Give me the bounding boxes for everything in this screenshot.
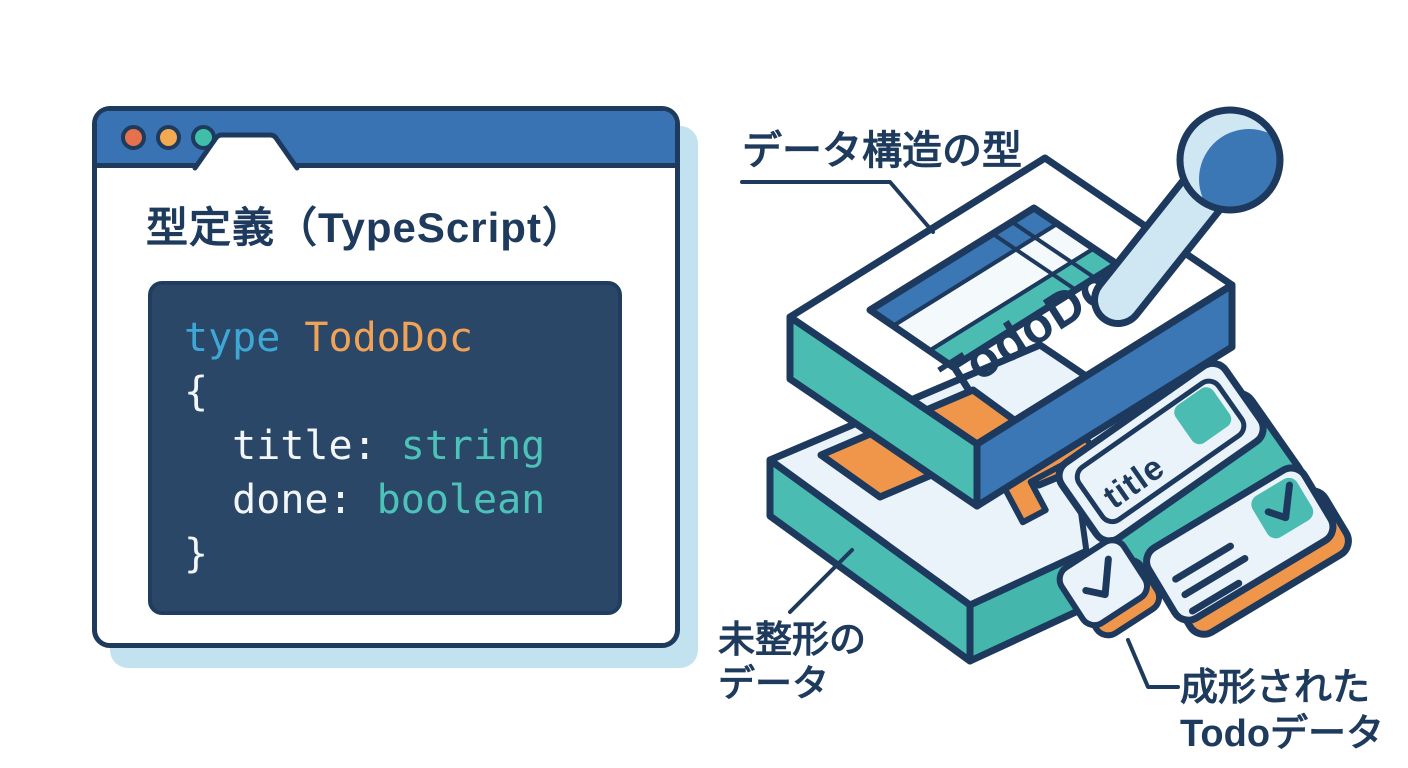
code-token-plain: } — [184, 531, 209, 577]
label-formed-line1: 成形された — [1180, 667, 1370, 709]
window-dot-yellow[interactable] — [156, 124, 181, 150]
code-token-builtin_type: string — [400, 423, 546, 469]
window-body: 型定義（TypeScript） type TodoDoc{ title: str… — [97, 194, 675, 615]
code-token-plain: { — [184, 369, 209, 415]
window-titlebar — [97, 111, 675, 172]
label-formed-line2: Todoデータ — [1180, 712, 1384, 755]
tab-notch-outline — [192, 132, 300, 171]
code-token-builtin_type: boolean — [376, 477, 546, 523]
todo-checklist-card — [1143, 464, 1352, 638]
annotation-formed-data: 成形された Todoデータ — [1126, 638, 1384, 755]
code-block: type TodoDoc{ title: string done: boolea… — [148, 281, 622, 615]
titlebar-tab-notch — [192, 132, 300, 172]
handle-ball-outline — [1176, 106, 1284, 214]
checklist-text-line — [1172, 542, 1235, 583]
annotation-stamp-type: データ構造の型 — [740, 128, 1022, 234]
handle-stem — [1098, 162, 1232, 320]
code-line: } — [184, 527, 600, 581]
leader-line-raw-data — [788, 548, 854, 614]
page-title: 型定義（TypeScript） — [146, 204, 585, 251]
label-raw-data-line2: データ — [718, 662, 829, 704]
code-line: done: boolean — [184, 473, 600, 527]
title-field-outline — [1074, 378, 1247, 525]
check-tile-check-icon — [1082, 555, 1112, 599]
code-token-type_name: TodoDoc — [304, 315, 473, 361]
window-dot-red[interactable] — [121, 124, 146, 150]
title-card-block: title — [1055, 359, 1306, 593]
label-data-structure-type: データ構造の型 — [742, 128, 1022, 173]
checklist-text-line — [1181, 555, 1249, 599]
title-field-value-box — [1174, 387, 1232, 445]
leader-line-stamp — [740, 180, 935, 234]
checklist-text-line — [1188, 579, 1243, 615]
illustration: TodoDoc title — [718, 106, 1384, 755]
code-line: { — [184, 365, 600, 419]
check-tile — [1056, 537, 1163, 639]
code-line: type TodoDoc — [184, 311, 600, 365]
code-line: title: string — [184, 419, 600, 473]
code-token-plain: done: — [184, 477, 377, 523]
code-token-plain: title: — [184, 423, 401, 469]
leader-line-formed — [1126, 638, 1180, 689]
checklist-checkbox — [1251, 477, 1314, 539]
code-token-keyword: type — [184, 315, 305, 361]
browser-window: 型定義（TypeScript） type TodoDoc{ title: str… — [92, 106, 680, 648]
label-raw-data-line1: 未整形の — [718, 619, 866, 660]
checklist-check-icon — [1264, 481, 1293, 522]
code-lines: type TodoDoc{ title: string done: boolea… — [184, 311, 600, 581]
tab-notch-fill — [195, 136, 297, 172]
annotation-raw-data: 未整形の データ — [718, 548, 866, 704]
